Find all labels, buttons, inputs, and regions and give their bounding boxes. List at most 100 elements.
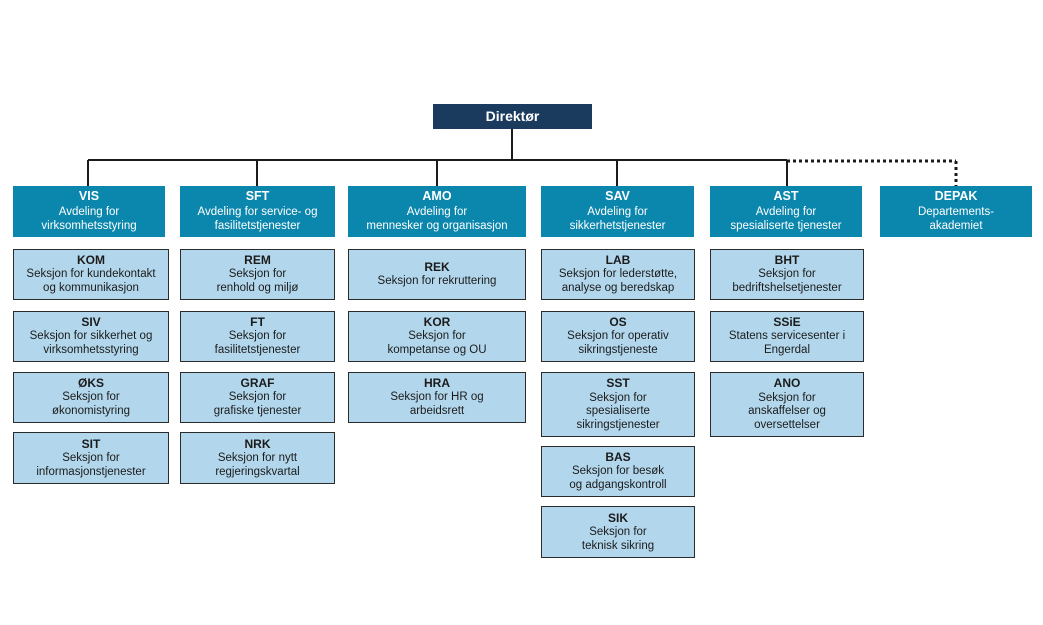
- section-name-line: Seksjon for kundekontakt: [26, 268, 156, 281]
- section-code: BHT: [774, 253, 800, 267]
- section-name-line: Seksjon for: [758, 268, 816, 281]
- section-name-line: oversettelser: [754, 419, 820, 432]
- section-name-line: Seksjon for: [228, 391, 287, 404]
- section-name-line: bedriftshelsetjenester: [732, 282, 842, 295]
- section-name-line: Seksjon for: [589, 391, 647, 404]
- section-name-line: renhold og miljø: [216, 282, 299, 295]
- section-name-line: Seksjon for: [589, 525, 647, 538]
- section-code: SIK: [607, 510, 628, 525]
- section-code: REK: [424, 259, 450, 274]
- section-hra: HRA Seksjon for HR og arbeidsrett: [348, 372, 526, 423]
- section-name-line: Seksjon for: [408, 330, 466, 343]
- section-name-line: Seksjon for: [228, 268, 287, 281]
- section-sst: SST Seksjon for spesialiserte sikringstj…: [541, 372, 695, 437]
- dept-name-line: akademiet: [929, 220, 983, 232]
- section-name-line: Seksjon for sikkerhet og: [29, 330, 153, 343]
- section-nrk: NRK Seksjon for nytt regjeringskvartal: [180, 432, 335, 484]
- section-bht: BHT Seksjon for bedriftshelsetjenester: [710, 249, 864, 300]
- section-bas: BAS Seksjon for besøk og adgangskontroll: [541, 446, 695, 497]
- section-code: SST: [606, 376, 630, 391]
- section-name-line: fasilitetstjenester: [214, 344, 301, 357]
- dept-name-line: fasilitetstjenester: [214, 220, 301, 232]
- section-name-line: arbeidsrett: [409, 405, 465, 418]
- section-name-line: virksomhetsstyring: [43, 344, 139, 357]
- director-label: Direktør: [485, 108, 540, 125]
- director-box: Direktør: [433, 104, 592, 129]
- dept-code: AMO: [422, 189, 452, 204]
- section-code: BAS: [605, 450, 631, 464]
- section-os: OS Seksjon for operativ sikringstjeneste: [541, 311, 695, 362]
- section-name-line: Seksjon for lederstøtte,: [558, 268, 678, 281]
- section-code: KOR: [423, 315, 451, 329]
- dept-name-line: Avdeling for: [406, 206, 468, 219]
- section-name-line: og kommunikasjon: [43, 282, 139, 295]
- dept-code: DEPAK: [934, 189, 978, 204]
- dept-sav: SAV Avdeling for sikkerhetstjenester: [541, 186, 694, 237]
- dept-name-line: Avdeling for: [755, 206, 817, 219]
- section-code: REM: [244, 253, 271, 267]
- section-name-line: Seksjon for: [62, 391, 120, 404]
- section-code: HRA: [424, 376, 450, 390]
- section-ano: ANO Seksjon for anskaffelser og oversett…: [710, 372, 864, 437]
- section-graf: GRAF Seksjon for grafiske tjenester: [180, 372, 335, 423]
- section-sik: SIK Seksjon for teknisk sikring: [541, 506, 695, 558]
- dept-name-line: Avdeling for: [58, 206, 120, 219]
- dept-name-line: Departements-: [917, 206, 995, 219]
- section-name-line: informasjonstjenester: [36, 465, 146, 478]
- section-sit: SIT Seksjon for informasjonstjenester: [13, 432, 169, 484]
- section-name-line: Seksjon for: [62, 451, 120, 464]
- section-name-line: kompetanse og OU: [387, 344, 487, 357]
- dept-vis: VIS Avdeling for virksomhetsstyring: [13, 186, 165, 237]
- dept-name-line: sikkerhetstjenester: [569, 220, 666, 232]
- dept-ast: AST Avdeling for spesialiserte tjenester: [710, 186, 862, 237]
- dept-name-line: mennesker og organisasjon: [366, 220, 508, 232]
- section-name-line: Seksjon for: [758, 391, 816, 404]
- dept-name-line: Avdeling for: [587, 206, 648, 219]
- section-kor: KOR Seksjon for kompetanse og OU: [348, 311, 526, 362]
- section-name-line: Engerdal: [763, 344, 811, 357]
- section-name-line: Seksjon for HR og: [390, 391, 484, 404]
- section-ssie: SSiE Statens servicesenter i Engerdal: [710, 311, 864, 362]
- section-code: ANO: [773, 376, 801, 391]
- dept-sft: SFT Avdeling for service- og fasilitetst…: [180, 186, 335, 237]
- section-name-line: Seksjon for besøk: [571, 465, 665, 478]
- section-code: FT: [250, 315, 265, 329]
- section-code: ØKS: [77, 376, 104, 390]
- dept-code: VIS: [78, 189, 100, 204]
- section-name-line: analyse og beredskap: [561, 282, 675, 295]
- section-name-line: Statens servicesenter i: [728, 330, 846, 343]
- section-name-line: teknisk sikring: [581, 539, 655, 552]
- section-name-line: anskaffelser og: [748, 405, 826, 418]
- section-name-line: spesialiserte: [586, 405, 650, 418]
- section-name-line: grafiske tjenester: [213, 405, 302, 418]
- dept-code: SAV: [605, 189, 630, 204]
- section-name-line: Seksjon for rekruttering: [377, 275, 497, 288]
- section-kom: KOM Seksjon for kundekontakt og kommunik…: [13, 249, 169, 300]
- section-siv: SIV Seksjon for sikkerhet og virksomhets…: [13, 311, 169, 362]
- section-code: LAB: [605, 253, 631, 267]
- section-code: SSiE: [773, 315, 801, 329]
- section-ft: FT Seksjon for fasilitetstjenester: [180, 311, 335, 362]
- section-lab: LAB Seksjon for lederstøtte, analyse og …: [541, 249, 695, 300]
- section-code: GRAF: [240, 376, 275, 390]
- section-code: NRK: [244, 436, 271, 451]
- dept-amo: AMO Avdeling for mennesker og organisasj…: [348, 186, 526, 237]
- section-code: SIV: [81, 315, 101, 329]
- dept-name-line: spesialiserte tjenester: [730, 220, 842, 232]
- section-name-line: økonomistyring: [52, 405, 130, 418]
- dept-name-line: virksomhetsstyring: [41, 220, 137, 232]
- dept-code: AST: [773, 189, 799, 204]
- section-name-line: Seksjon for operativ: [567, 330, 669, 343]
- section-oks: ØKS Seksjon for økonomistyring: [13, 372, 169, 423]
- section-code: OS: [609, 315, 627, 329]
- section-name-line: Seksjon for: [228, 330, 287, 343]
- section-rek: REK Seksjon for rekruttering: [348, 249, 526, 300]
- dept-code: SFT: [245, 189, 270, 204]
- section-name-line: regjeringskvartal: [215, 465, 300, 478]
- dept-name-line: Avdeling for service- og: [197, 206, 318, 219]
- section-name-line: og adgangskontroll: [569, 479, 667, 492]
- section-name-line: Seksjon for nytt: [217, 451, 298, 464]
- dept-depak: DEPAK Departements- akademiet: [880, 186, 1032, 237]
- section-code: KOM: [77, 253, 105, 267]
